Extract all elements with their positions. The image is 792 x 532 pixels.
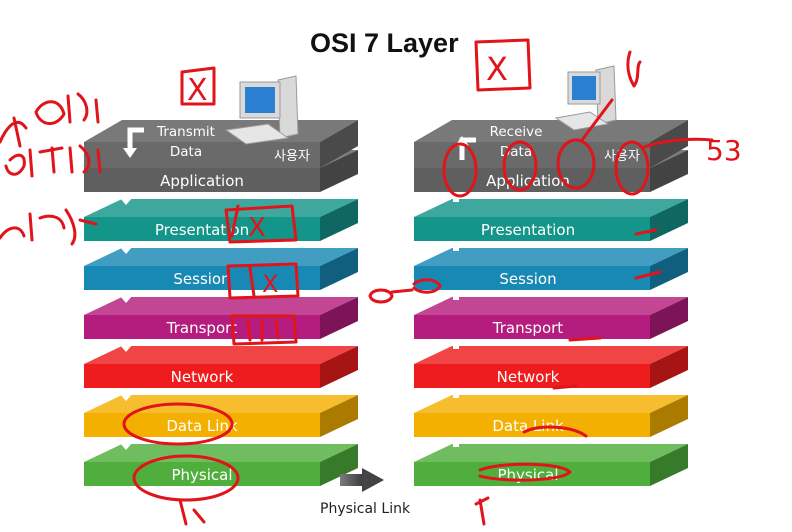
receiver-layer-network: Network: [414, 332, 688, 388]
sender-layer-presentation: Presentation: [84, 189, 358, 241]
layer-label: Physical: [171, 466, 232, 484]
sender-layer-session: Session: [84, 238, 358, 290]
physical-link-arrow-icon: [340, 468, 384, 492]
layer-label: Session: [499, 270, 556, 288]
physical-link-label: Physical Link: [320, 501, 411, 517]
receiver-layer-physical: Physical: [414, 430, 688, 486]
arrow-down-icon: [119, 336, 133, 352]
handwritten-x: X: [187, 73, 208, 108]
layer-label: Network: [497, 368, 560, 386]
sender-layer-network: Network: [84, 336, 358, 388]
arrow-down-icon: [119, 385, 133, 401]
arrow-down-icon: [119, 287, 133, 303]
handwritten-number: 53: [706, 134, 742, 167]
layer-label: Presentation: [481, 221, 575, 239]
layer-label: Network: [171, 368, 234, 386]
layer-label: Data Link: [166, 417, 238, 435]
layer-label: Transport: [166, 319, 238, 337]
handwritten-x: X: [248, 213, 266, 243]
layer-label: Transport: [492, 319, 564, 337]
arrow-down-icon: [119, 189, 133, 205]
top-label-line1: Receive: [490, 124, 543, 140]
user-label: 사용자: [604, 149, 640, 164]
handwritten-x: X: [486, 50, 508, 88]
top-label-line2: Data: [170, 144, 202, 160]
turn-down-arrow-icon: [123, 127, 144, 158]
layer-label: Session: [173, 270, 230, 288]
receiver-layer-session: Session: [414, 234, 688, 290]
arrow-down-icon: [119, 434, 133, 450]
receiver-computer-icon: [554, 65, 617, 131]
sender-layer-physical: Physical: [84, 434, 358, 486]
receiver-layer-transport: Transport: [414, 283, 688, 339]
sender-computer-icon: [224, 75, 299, 145]
user-label: 사용자: [274, 149, 310, 164]
sender-layer-transport: Transport: [84, 287, 358, 339]
receiver-layer-data-link: Data Link: [414, 381, 688, 437]
sender-stack: Physical Data Link Network Transport Session…: [84, 120, 358, 486]
layer-label: Application: [160, 172, 244, 190]
layer-label: Presentation: [155, 221, 249, 239]
layer-label: Data Link: [492, 417, 564, 435]
top-label-line1: Transmit: [156, 124, 215, 140]
diagram-title: OSI 7 Layer: [310, 28, 459, 58]
arrow-down-icon: [119, 238, 133, 254]
receiver-layer-presentation: Presentation: [414, 185, 688, 241]
handwritten-x: X: [262, 270, 278, 298]
